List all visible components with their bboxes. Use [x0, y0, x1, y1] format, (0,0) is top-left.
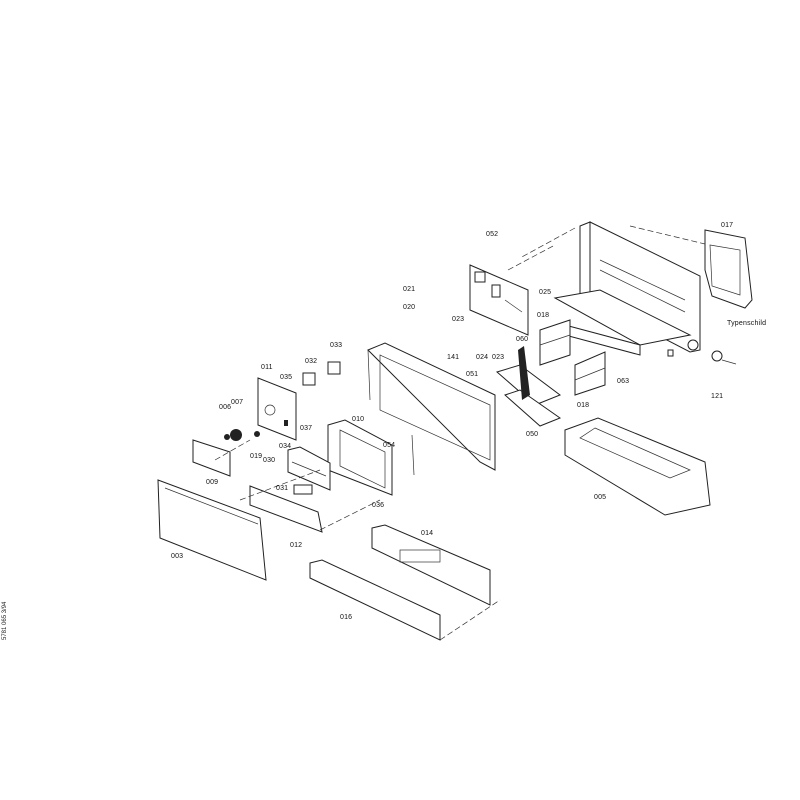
front-frame-part	[367, 342, 496, 471]
label-063: 063	[617, 378, 630, 385]
part-031	[293, 484, 313, 495]
label-018-upper: 018	[537, 312, 550, 319]
label-005: 005	[594, 494, 607, 501]
label-051: 051	[466, 371, 479, 378]
rear-cover-017	[704, 229, 753, 309]
knobs-006-007-019	[224, 429, 260, 441]
boards-018	[539, 319, 606, 396]
bracket-014	[371, 524, 491, 606]
label-016: 016	[340, 614, 353, 621]
label-024: 024	[476, 354, 489, 361]
side-note: 5781 065 3/94	[2, 601, 8, 640]
switches-032-033	[302, 361, 341, 386]
panel-010	[327, 419, 393, 496]
label-025: 025	[539, 289, 552, 296]
label-121: 121	[711, 393, 724, 400]
label-054: 054	[383, 442, 396, 449]
front-panel-003	[157, 479, 267, 581]
board-052	[469, 264, 529, 336]
trim-016	[309, 559, 441, 641]
label-009: 009	[206, 479, 219, 486]
part-054	[411, 434, 415, 476]
label-033: 033	[330, 342, 343, 349]
label-032: 032	[305, 358, 318, 365]
label-060: 060	[516, 336, 529, 343]
label-023-upper: 023	[452, 316, 465, 323]
board-050	[495, 346, 562, 427]
label-019: 019	[250, 453, 263, 460]
module-011	[257, 377, 297, 441]
label-050: 050	[526, 431, 539, 438]
label-003: 003	[171, 553, 184, 560]
trim-012	[249, 485, 323, 533]
label-036: 036	[372, 502, 385, 509]
label-037: 037	[300, 425, 313, 432]
label-021: 021	[403, 286, 416, 293]
label-031: 031	[276, 485, 289, 492]
label-007: 007	[231, 399, 244, 406]
label-018-lower: 018	[577, 402, 590, 409]
label-011: 011	[261, 364, 273, 371]
base-005	[564, 417, 711, 516]
knob-121	[667, 349, 737, 365]
label-023-lower: 023	[492, 354, 505, 361]
display-030	[287, 446, 331, 491]
label-030: 030	[263, 457, 276, 464]
label-020: 020	[403, 304, 416, 311]
label-012: 012	[290, 542, 303, 549]
trim-009	[192, 439, 231, 477]
label-034: 034	[279, 443, 292, 450]
label-017: 017	[721, 222, 734, 229]
label-006: 006	[219, 404, 232, 411]
label-052: 052	[486, 231, 499, 238]
label-010: 010	[352, 416, 365, 423]
label-141: 141	[447, 354, 460, 361]
label-035: 035	[280, 374, 293, 381]
label-typenschild: Typenschild	[727, 320, 767, 327]
label-014: 014	[421, 530, 434, 537]
chassis-part	[553, 221, 701, 356]
